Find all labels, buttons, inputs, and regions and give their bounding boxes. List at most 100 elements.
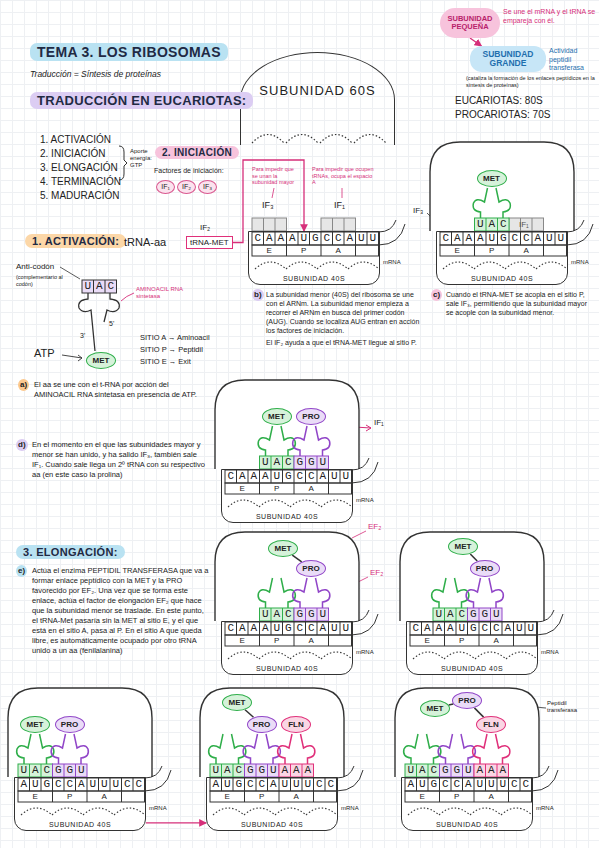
label: EF₂ <box>368 522 381 532</box>
connector-arrow <box>146 822 206 823</box>
label: Anti-codón <box>16 262 54 272</box>
trna-body <box>209 734 246 764</box>
node-text: TRADUCCIÓN EN EUCARIOTAS: <box>37 93 246 108</box>
base-sequence: AAA <box>281 764 316 777</box>
label: EUCARIOTAS: 80S <box>455 95 543 107</box>
section-band: 2. INICIACIÓN <box>155 146 239 159</box>
callout-letter: c) <box>431 289 442 301</box>
amino-acid-circle: MET <box>420 700 450 717</box>
small-subunit-ground <box>221 469 353 523</box>
base-sequence: CAAAUGCCAUU <box>254 232 381 245</box>
label: (complementario al codón) <box>16 274 66 287</box>
amino-acid-circle: MET <box>86 352 116 369</box>
site-divider <box>445 635 514 646</box>
amino-acid-circle: PRO <box>470 560 500 577</box>
amino-acid-circle: MET <box>477 170 507 187</box>
peptide-bond <box>474 708 483 717</box>
base-sequence: GGU <box>296 456 331 469</box>
subunit-arches <box>252 135 386 144</box>
node-text: 1. ACTIVACIÓN: <box>32 235 119 247</box>
label: 3' <box>80 332 85 340</box>
node-text: TEMA 3. LOS RIBOSOMAS <box>37 44 221 60</box>
site-divider <box>53 791 122 802</box>
callout-letter: d) <box>16 439 28 451</box>
node-text: SUBUNIDAD 40S <box>49 821 111 828</box>
small-subunit-ground <box>401 777 533 831</box>
atp-arrow <box>62 355 82 361</box>
initiation-factor-block-divider <box>333 218 345 231</box>
trna-body <box>243 734 280 764</box>
label: Actividad peptidil transferasa <box>549 47 596 73</box>
large-subunit <box>215 380 359 469</box>
node-text: FLN <box>477 717 505 732</box>
base-sequence: CAAAUGCCAUU <box>412 622 539 635</box>
connector-arrow <box>470 38 481 46</box>
section-band: 1. ACTIVACIÓN: <box>25 234 126 248</box>
amino-acid-circle: FLN <box>281 716 311 733</box>
label: mRNA <box>571 259 589 266</box>
large-subunit <box>395 688 539 777</box>
label: IF₂ <box>200 223 210 233</box>
site-letter: A <box>494 635 499 646</box>
site-letter: E <box>455 245 460 256</box>
leader-line <box>60 267 80 279</box>
base-sequence: AAA <box>476 764 511 777</box>
site-row <box>210 791 337 802</box>
small-subunit-ground <box>248 231 380 285</box>
base-sequence: AUGCCAUUUCC <box>20 778 147 791</box>
label: IF₁ <box>334 200 345 211</box>
note-text: En el momento en el que las subunidades … <box>32 440 208 480</box>
site-letter: E <box>240 635 245 646</box>
trna-body <box>404 734 441 764</box>
site-divider <box>245 791 314 802</box>
label: Peptidil transferasa <box>547 700 595 714</box>
site-letter: A <box>102 791 107 802</box>
node-text: MET <box>263 409 291 424</box>
large-subunit <box>8 688 152 777</box>
subunit-arches <box>228 652 352 659</box>
base-sequence: UAC <box>407 764 442 777</box>
label: Para impedir que se unan la subunidad ma… <box>252 166 300 186</box>
site-row <box>225 483 352 494</box>
label: Aporte energía: GTP <box>130 148 154 169</box>
site-letter: P <box>274 483 279 494</box>
label: EF₂ <box>370 568 383 578</box>
large-subunit <box>200 688 344 777</box>
base-sequence: UAC <box>84 280 119 293</box>
site-letter: P <box>301 245 306 256</box>
node-text: IF₁ <box>157 181 174 193</box>
mrna-tail <box>145 766 172 791</box>
site-letter: A <box>524 245 529 256</box>
site-letter: E <box>420 791 425 802</box>
note-text: Actúa el enzima PEPTIDIL TRANSFERASA que… <box>32 566 210 656</box>
factor-circle: IF₁ <box>156 180 175 194</box>
site-letter: P <box>489 245 494 256</box>
label: mRNA <box>541 649 559 656</box>
amino-acid-circle: MET <box>20 716 50 733</box>
trna-body <box>473 188 510 218</box>
node-text: IF₃ <box>199 181 216 193</box>
label: 1. ACTIVACIÓN <box>40 134 111 146</box>
amino-acid-circle: MET <box>222 694 252 711</box>
initiation-factor-block-divider <box>264 218 276 231</box>
base-sequence: UAC <box>212 764 247 777</box>
site-letter: A <box>309 635 314 646</box>
base-sequence: AUGCCAUUUCC <box>212 778 339 791</box>
callout-letter: b) <box>252 289 264 301</box>
section-band: TEMA 3. LOS RIBOSOMAS <box>30 43 228 61</box>
base-sequence: UAC <box>435 608 470 621</box>
node-text: tRNA-MET <box>190 237 229 248</box>
label: mRNA <box>356 497 374 504</box>
node-text: SUBUNIDAD 40S <box>283 275 345 282</box>
trna-body <box>293 578 330 608</box>
base-sequence: UAC <box>262 456 297 469</box>
label: IF₃ <box>262 200 274 211</box>
label: PROCARIOTAS: 70S <box>455 109 550 121</box>
base-sequence: UAC <box>477 218 512 231</box>
label: 4. TERMINACIÓN <box>40 176 121 188</box>
large-subunit-box: SUBUNIDAD 60S <box>240 52 395 145</box>
node-text: PRO <box>248 717 276 732</box>
site-letter: P <box>67 791 72 802</box>
node-text: 2. INICIACIÓN <box>162 147 232 158</box>
